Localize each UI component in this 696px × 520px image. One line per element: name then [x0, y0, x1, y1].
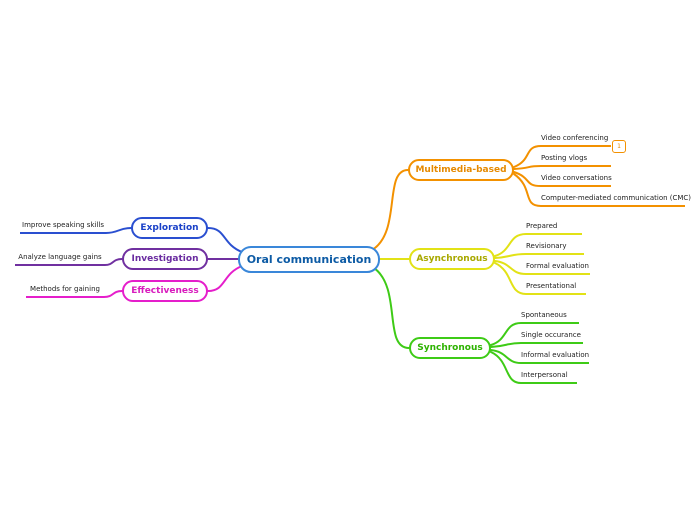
connector-synchronous-leaf-2 [490, 349, 522, 364]
branch-label-synchronous: Synchronous [417, 343, 483, 353]
connector-multimedia-leaf-3 [513, 173, 542, 207]
connector-exploration-leaf-0 [105, 227, 132, 234]
connector-synchronous-leaf-3 [490, 351, 522, 384]
leaf-single-occurance[interactable]: Single occurance [521, 331, 583, 344]
leaf-revisionary[interactable]: Revisionary [526, 242, 584, 255]
center-node-oral-communication[interactable]: Oral communication [238, 246, 380, 273]
branch-label-asynchronous: Asynchronous [416, 254, 488, 264]
connector-center-effectiveness [207, 265, 243, 292]
connector-multimedia-leaf-2 [513, 171, 542, 187]
branch-node-effectiveness[interactable]: Effectiveness [122, 280, 208, 302]
connector-investigation-leaf-0 [104, 258, 123, 266]
leaf-video-conferencing[interactable]: Video conferencing [541, 134, 611, 147]
branch-node-asynchronous[interactable]: Asynchronous [409, 248, 495, 270]
branch-label-multimedia-based: Multimedia-based [415, 165, 507, 175]
branch-node-investigation[interactable]: Investigation [122, 248, 208, 270]
connector-center-exploration [207, 227, 243, 253]
connector-asynchronous-leaf-2 [494, 260, 527, 275]
branch-label-exploration: Exploration [140, 223, 199, 233]
branch-node-synchronous[interactable]: Synchronous [409, 337, 491, 359]
connector-center-multimedia [371, 169, 409, 251]
connector-asynchronous-leaf-0 [494, 233, 527, 257]
connector-asynchronous-leaf-1 [494, 253, 527, 259]
center-node-label: Oral communication [246, 253, 372, 266]
connector-synchronous-leaf-0 [490, 322, 522, 346]
leaf-analyze-language-gains[interactable]: Analyze language gains [15, 253, 105, 266]
leaf-computer-mediated-communication[interactable]: Computer-mediated communication (CMC) [541, 194, 691, 207]
leaf-methods-for-gaining[interactable]: Methods for gaining [26, 285, 104, 298]
leaf-video-conversations[interactable]: Video conversations [541, 174, 612, 187]
leaf-spontaneous[interactable]: Spontaneous [521, 311, 579, 324]
leaf-posting-vlogs[interactable]: Posting vlogs [541, 154, 611, 167]
connector-synchronous-leaf-1 [490, 342, 522, 348]
connector-center-synchronous [373, 267, 410, 349]
leaf-interpersonal[interactable]: Interpersonal [521, 371, 577, 384]
connector-multimedia-leaf-1 [513, 165, 542, 170]
connector-multimedia-leaf-0 [513, 145, 542, 168]
leaf-prepared[interactable]: Prepared [526, 222, 582, 235]
leaf-improve-speaking-skills[interactable]: Improve speaking skills [20, 221, 106, 234]
leaf-informal-evaluation[interactable]: Informal evaluation [521, 351, 589, 364]
leaf-presentational[interactable]: Presentational [526, 282, 586, 295]
leaf-count-badge[interactable]: 1 [612, 140, 626, 153]
connector-asynchronous-leaf-3 [494, 262, 527, 295]
leaf-formal-evaluation[interactable]: Formal evaluation [526, 262, 590, 275]
branch-label-effectiveness: Effectiveness [131, 286, 199, 296]
connector-effectiveness-leaf-0 [103, 290, 123, 298]
branch-node-exploration[interactable]: Exploration [131, 217, 208, 239]
branch-node-multimedia-based[interactable]: Multimedia-based [408, 159, 514, 181]
branch-label-investigation: Investigation [131, 254, 199, 264]
